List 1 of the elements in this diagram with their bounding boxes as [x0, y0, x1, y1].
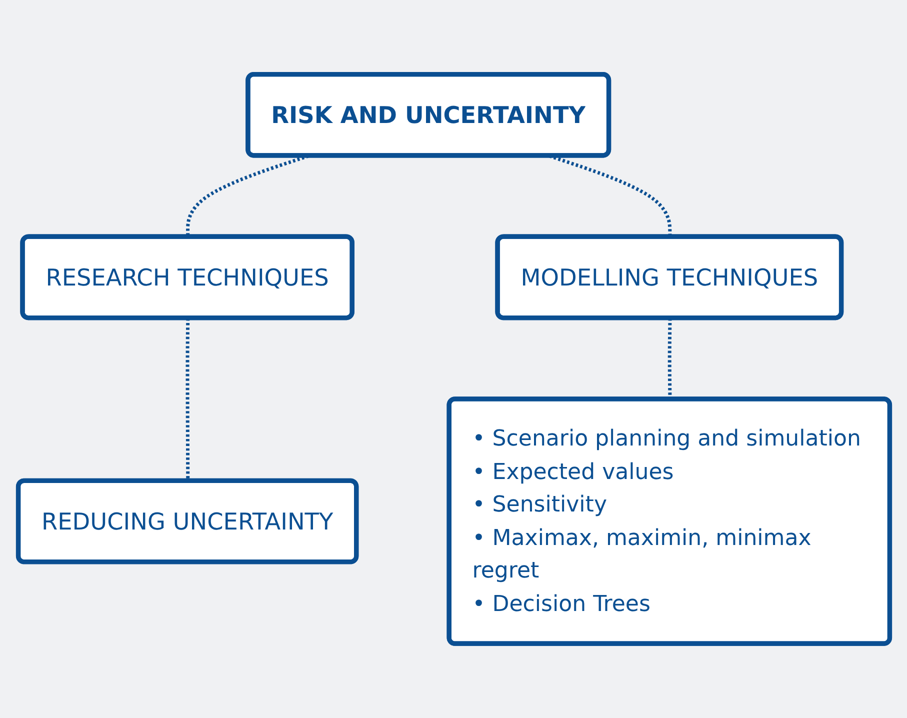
connector: [185, 318, 190, 482]
